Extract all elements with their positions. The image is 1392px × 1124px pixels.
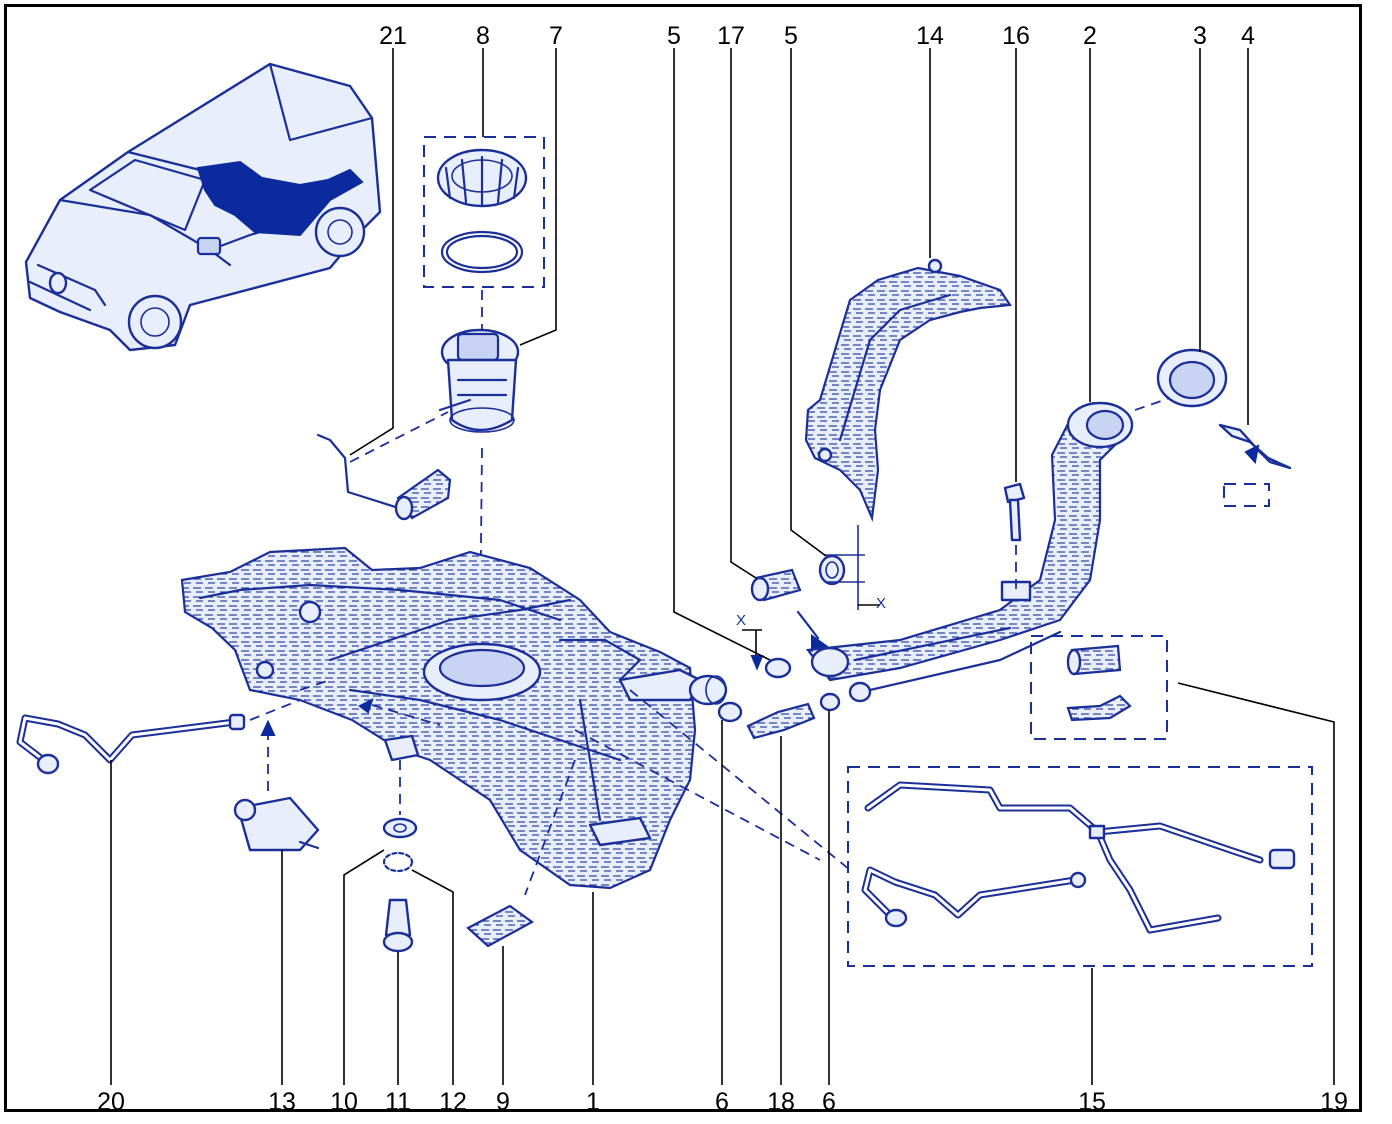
gauge-and-strainer <box>316 411 452 521</box>
callout-19: 19 <box>1320 1088 1348 1116</box>
callout-3: 3 <box>1193 22 1207 50</box>
callout-8: 8 <box>476 22 490 50</box>
hose-repair-kit <box>1030 635 1168 740</box>
assembly-arrows <box>299 679 441 726</box>
callout-17: 17 <box>717 22 745 50</box>
callout-6-right: 6 <box>822 1088 836 1116</box>
callout-4: 4 <box>1241 22 1255 50</box>
callout-16: 16 <box>1002 22 1030 50</box>
pump-locking-ring-kit <box>423 136 545 288</box>
fuel-tank <box>180 546 728 890</box>
callout-leaders <box>110 48 1335 1085</box>
callout-15: 15 <box>1078 1088 1106 1116</box>
tank-neck-connectors: X <box>717 612 841 740</box>
section-mark-x-upper: X <box>876 595 886 612</box>
vehicle-overview <box>24 62 382 352</box>
callout-1: 1 <box>586 1088 600 1116</box>
callout-9: 9 <box>496 1088 510 1116</box>
fuel-lines-kit <box>574 689 1313 967</box>
section-mark-x-lower: X <box>736 612 746 629</box>
tank-mounting-hardware <box>382 760 418 953</box>
callout-20: 20 <box>97 1088 125 1116</box>
fuel-filter <box>233 719 320 852</box>
callout-6-left: 6 <box>715 1088 729 1116</box>
callout-14: 14 <box>916 22 944 50</box>
return-fuel-line <box>16 699 301 775</box>
callout-2: 2 <box>1083 22 1097 50</box>
fuel-flap-housing <box>1134 348 1292 507</box>
callouts-top: 21 8 7 5 17 5 14 16 2 3 4 <box>379 22 1255 50</box>
callout-10: 10 <box>330 1088 358 1116</box>
fuel-tank-location-highlight <box>196 160 364 237</box>
filler-hose-and-clamp: X <box>750 525 886 650</box>
callout-11: 11 <box>385 1088 411 1116</box>
callout-21: 21 <box>379 22 407 50</box>
callout-5-left: 5 <box>667 22 681 50</box>
tank-support-pad <box>466 759 576 948</box>
callout-5-right: 5 <box>784 22 798 50</box>
filler-neck <box>805 401 1134 703</box>
callout-13: 13 <box>268 1088 296 1116</box>
filler-neck-heat-shield <box>804 258 1012 523</box>
callouts-bottom: 20 13 10 11 12 9 1 6 18 6 15 19 <box>97 1088 1348 1116</box>
callout-12: 12 <box>439 1088 467 1116</box>
filler-neck-bolt <box>1003 482 1026 590</box>
callout-18: 18 <box>767 1088 795 1116</box>
callout-7: 7 <box>549 22 563 50</box>
